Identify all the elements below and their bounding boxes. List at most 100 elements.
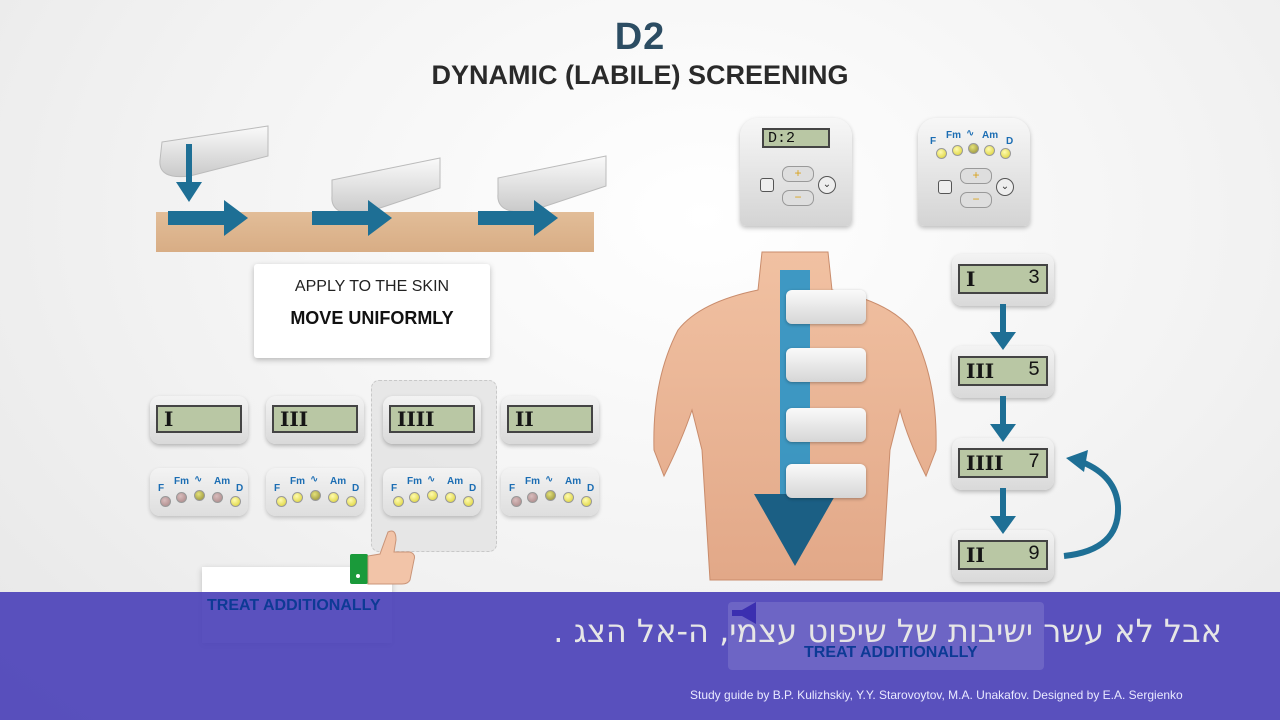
indicator-led-icon [511, 496, 522, 507]
indicator-panel-2: F Fm ∿ Am D [266, 468, 364, 516]
indicator-label-fm: Fm [407, 476, 422, 487]
screen-title: DYNAMIC (LABILE) SCREENING [431, 60, 849, 90]
double-chevron-down-icon: ⌄ [818, 176, 836, 194]
probe-movement-illustration [159, 125, 607, 236]
indicator-label-am: Am [214, 476, 231, 487]
indicator-led-icon [1000, 148, 1011, 159]
sequence-level: III [966, 359, 995, 383]
sequence-value: 5 [1027, 359, 1040, 382]
indicator-led-icon [968, 143, 979, 154]
sequence-value: 9 [1027, 543, 1040, 566]
megaphone-icon [732, 602, 756, 624]
indicator-led-icon [292, 492, 303, 503]
indicator-label-d: D [236, 483, 244, 494]
zone-reading-2: III [266, 396, 364, 444]
sequence-value: 3 [1027, 267, 1040, 290]
treat-additionally-label-left: TREAT ADDITIONALLY [207, 597, 381, 614]
indicator-label-f: F [509, 483, 516, 494]
indicator-led-icon [160, 496, 171, 507]
device-display-text: D:2 [762, 128, 830, 148]
sequence-arrows [990, 304, 1122, 559]
indicator-led-icon [212, 492, 223, 503]
zone-reading-text: II [507, 405, 593, 433]
indicator-label-d: D [1006, 136, 1014, 147]
sequence-screen: II 9 [958, 540, 1048, 570]
screen-code: D2 [614, 16, 666, 58]
indicator-led-icon [409, 492, 420, 503]
zone-reading-text: III [272, 405, 358, 433]
spine-device-4 [786, 464, 866, 498]
zone-reading-text: I [156, 405, 242, 433]
indicator-led-icon [230, 496, 241, 507]
sequence-reading-1: I 3 [952, 254, 1054, 306]
indicator-led-icon [581, 496, 592, 507]
indicator-label-am: Am [330, 476, 347, 487]
waveform-icon: ∿ [427, 474, 436, 485]
indicator-led-icon [346, 496, 357, 507]
indicator-led-icon [427, 490, 438, 501]
indicator-led-icon [176, 492, 187, 503]
sequence-level: IIII [966, 451, 1004, 475]
sequence-value: 7 [1027, 451, 1040, 474]
device-display-unit: D:2 + − ⌄ [740, 118, 852, 226]
subtitle-overlay [0, 592, 1280, 720]
indicator-label-fm: Fm [946, 130, 961, 141]
indicator-label-fm: Fm [174, 476, 189, 487]
sequence-screen: III 5 [958, 356, 1048, 386]
indicator-label-f: F [274, 483, 281, 494]
indicator-label-f: F [930, 136, 937, 147]
waveform-icon: ∿ [545, 474, 554, 485]
sequence-reading-4: II 9 [952, 530, 1054, 582]
indicator-led-icon [310, 490, 321, 501]
indicator-label-d: D [587, 483, 595, 494]
thumbs-up-icon [350, 530, 415, 585]
sequence-level: I [966, 267, 976, 291]
zone-reading-3: IIII [383, 396, 481, 444]
indicator-label-d: D [469, 483, 477, 494]
zone-reading-text: IIII [389, 405, 475, 433]
credit-line: Study guide by B.P. Kulizhskiy, Y.Y. Sta… [690, 688, 1183, 702]
indicator-label-fm: Fm [525, 476, 540, 487]
indicator-led-icon [527, 492, 538, 503]
indicator-label-fm: Fm [290, 476, 305, 487]
indicator-led-icon [194, 490, 205, 501]
indicator-led-icon [276, 496, 287, 507]
square-button-icon [938, 180, 952, 194]
indicator-label-d: D [352, 483, 360, 494]
indicator-led-icon [393, 496, 404, 507]
instruction-line-apply: APPLY TO THE SKIN [294, 278, 450, 295]
minus-button-icon: − [960, 192, 992, 208]
double-chevron-down-icon: ⌄ [996, 178, 1014, 196]
waveform-icon: ∿ [310, 474, 319, 485]
indicator-label-am: Am [447, 476, 464, 487]
sequence-screen: I 3 [958, 264, 1048, 294]
indicator-led-icon [984, 145, 995, 156]
plus-button-icon: + [960, 168, 992, 184]
spine-device-3 [786, 408, 866, 442]
indicator-led-icon [936, 148, 947, 159]
indicator-led-icon [463, 496, 474, 507]
waveform-icon: ∿ [966, 128, 975, 139]
zone-reading-4: II [501, 396, 599, 444]
sequence-reading-3: IIII 7 [952, 438, 1054, 490]
instruction-line-move: MOVE UNIFORMLY [290, 308, 454, 328]
zone-reading-1: I [150, 396, 248, 444]
spine-device-2 [786, 348, 866, 382]
indicator-panel-3: F Fm ∿ Am D [383, 468, 481, 516]
indicator-led-icon [445, 492, 456, 503]
treat-additionally-label-right: TREAT ADDITIONALLY [804, 644, 978, 661]
square-button-icon [760, 178, 774, 192]
indicator-led-icon [563, 492, 574, 503]
indicator-led-icon [545, 490, 556, 501]
minus-button-icon: − [782, 190, 814, 206]
indicator-label-am: Am [982, 130, 999, 141]
waveform-icon: ∿ [194, 474, 203, 485]
indicator-label-f: F [158, 483, 165, 494]
hebrew-subtitle: אבל לא עשר ישיבות של שיפוט עצמי, ה-אל הצ… [553, 612, 1222, 650]
instruction-box: APPLY TO THE SKIN MOVE UNIFORMLY [254, 264, 490, 358]
sequence-screen: IIII 7 [958, 448, 1048, 478]
sequence-reading-2: III 5 [952, 346, 1054, 398]
indicator-label-am: Am [565, 476, 582, 487]
plus-button-icon: + [782, 166, 814, 182]
indicator-panel-1: F Fm ∿ Am D [150, 468, 248, 516]
